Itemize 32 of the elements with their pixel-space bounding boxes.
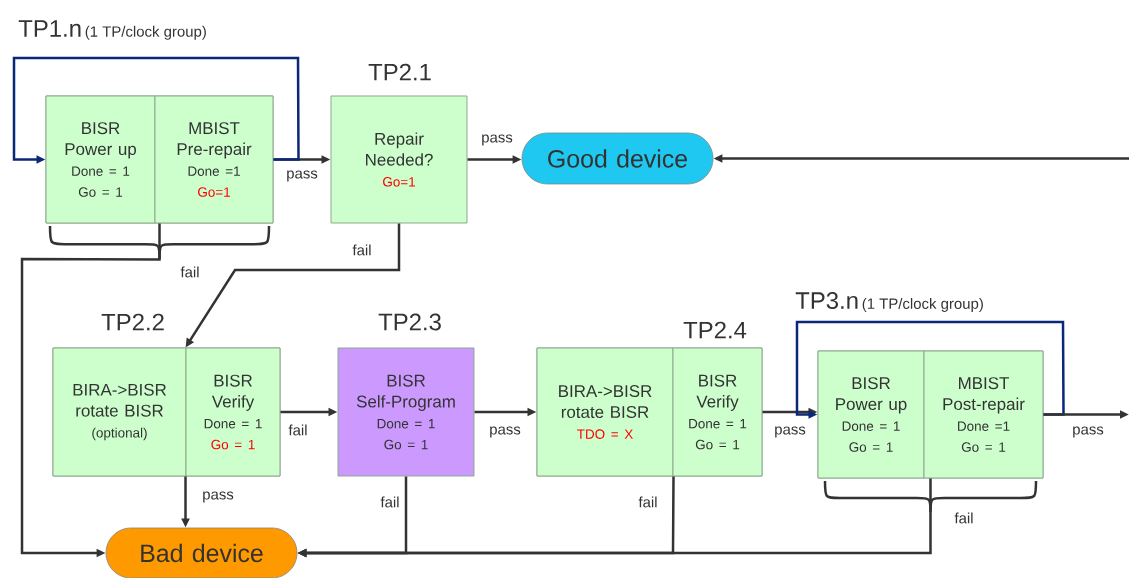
edge-label: pass <box>285 169 319 183</box>
edge-label: pass <box>480 133 514 147</box>
edge-label: pass <box>201 490 235 504</box>
test-step-box: BISR Verify Done = 1 Go = 1 <box>672 347 763 477</box>
test-phase-heading: TP1.n (1 TP/clock group) <box>18 20 206 40</box>
test-phase-heading: TP3.n (1 TP/clock group) <box>795 292 983 312</box>
test-phase-heading: TP2.4 <box>683 321 747 339</box>
test-step-box: BISR Power up Done = 1 Go = 1 <box>817 350 925 479</box>
test-step-box: MBIST Pre-repair Done =1 Go=1 <box>154 95 274 224</box>
test-phase-heading: TP2.2 <box>101 313 164 331</box>
edge-label: fail <box>351 243 373 257</box>
edge-label: fail <box>379 495 401 509</box>
result-terminal: Bad device <box>105 527 298 578</box>
edge-label: pass <box>1071 425 1105 439</box>
test-phase-heading: TP2.1 <box>368 63 431 81</box>
edge-label: fail <box>179 265 201 279</box>
edge-label: fail <box>287 423 309 437</box>
edge-label: fail <box>637 495 659 509</box>
result-terminal: Good device <box>521 132 714 185</box>
test-step-box: BISR Power up Done = 1 Go = 1 <box>45 95 156 224</box>
edge-label: pass <box>773 425 807 439</box>
edge-label: pass <box>488 425 522 439</box>
test-step-box: BIRA->BISR rotate BISR (optional) <box>52 347 187 477</box>
test-phase-heading: TP2.3 <box>378 313 441 331</box>
test-step-box: BISR Self-Program Done = 1 Go = 1 <box>337 347 475 477</box>
arrow <box>12 56 300 164</box>
arrow <box>795 320 1065 419</box>
test-step-box: MBIST Post-repair Done =1 Go = 1 <box>923 350 1044 479</box>
edge-label: fail <box>953 511 975 525</box>
test-step-box: BIRA->BISR rotate BISR TDO = X <box>536 347 674 477</box>
test-step-box: BISR Verify Done = 1 Go = 1 <box>185 347 281 477</box>
test-step-box: Repair Needed? Go=1 <box>330 95 468 224</box>
